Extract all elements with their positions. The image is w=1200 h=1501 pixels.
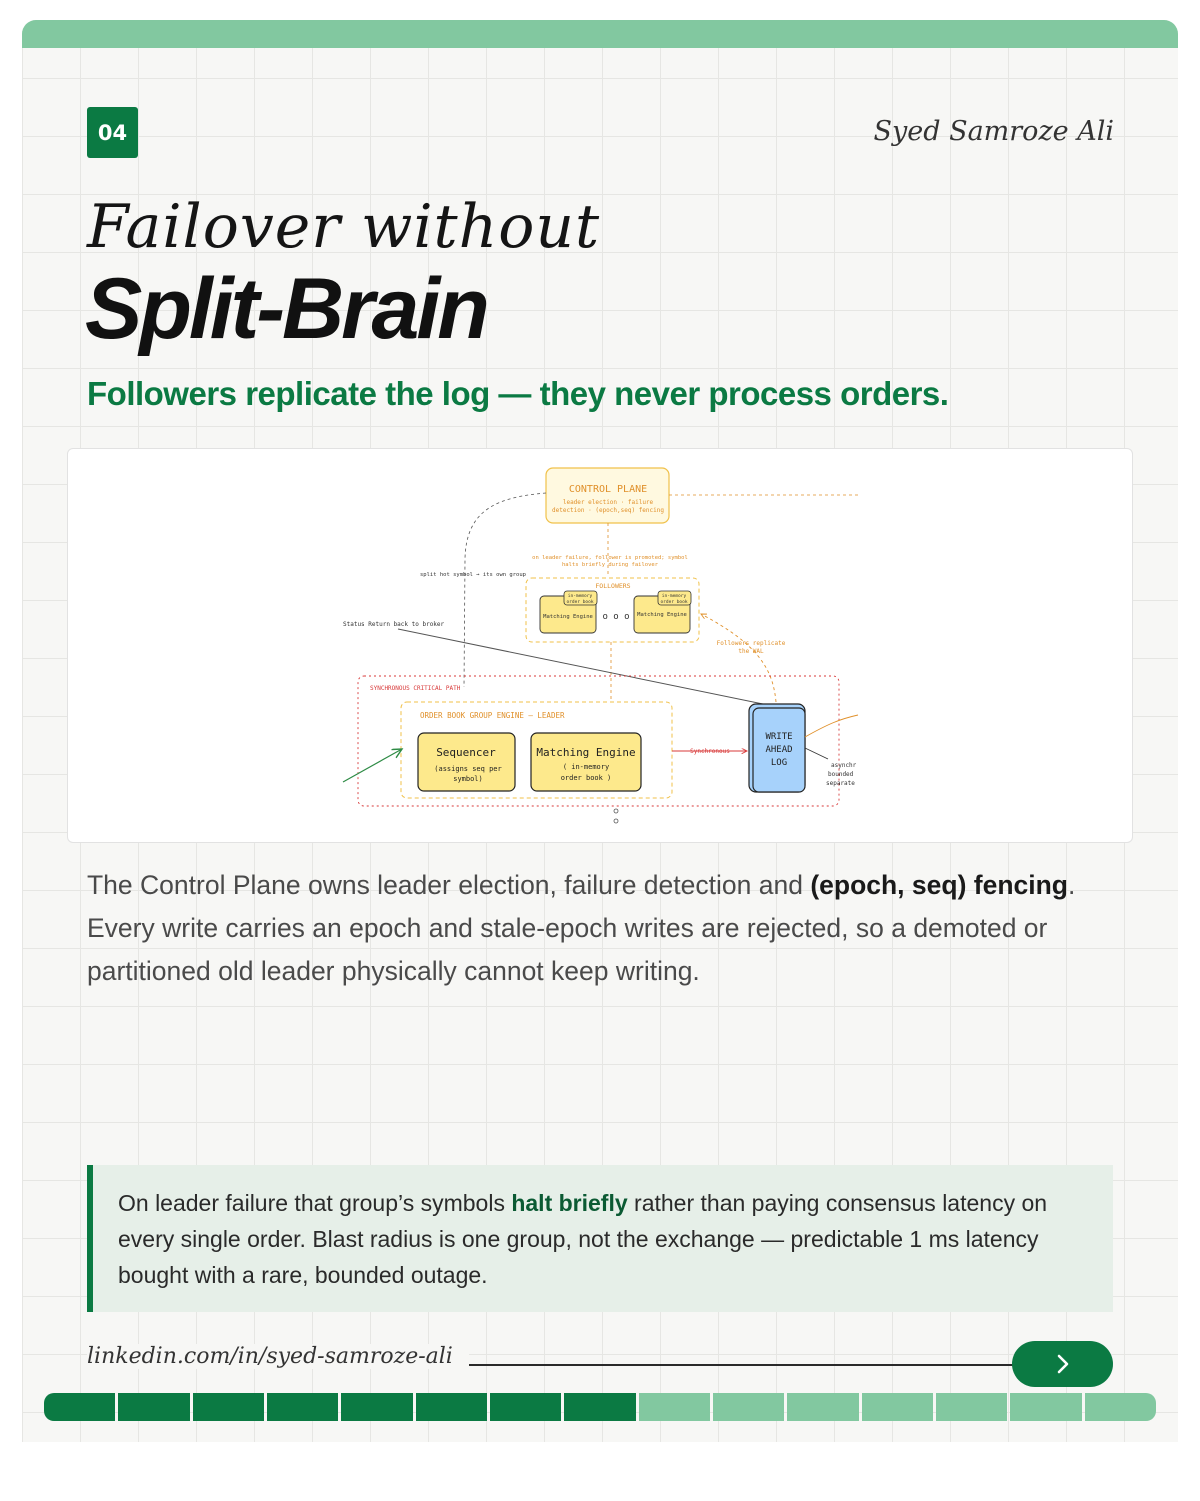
- top-accent-bar: [22, 20, 1178, 48]
- critical-path-label: SYNCHRONOUS CRITICAL PATH: [370, 685, 461, 692]
- progress-segment: [638, 1393, 710, 1421]
- progress-segment: [44, 1393, 116, 1421]
- title-line-1: Failover without: [87, 192, 601, 262]
- follower-engine-left: Matching Engine: [543, 614, 593, 620]
- architecture-diagram: CONTROL PLANE leader election · failure …: [67, 448, 1133, 843]
- progress-segment: [1084, 1393, 1156, 1421]
- svg-text:in-memory: in-memory: [568, 593, 593, 599]
- wal-line-2: AHEAD: [765, 745, 792, 755]
- async-note-1: asynchr: [831, 762, 857, 769]
- wal-async-line: [804, 747, 829, 760]
- svg-text:in-memory: in-memory: [662, 593, 687, 599]
- svg-text:(assigns seq per: (assigns seq per: [434, 765, 501, 773]
- wal-line-1: WRITE: [765, 732, 792, 742]
- slide-number-badge: 04: [87, 107, 138, 158]
- async-note-3: separate: [826, 780, 855, 787]
- write-ahead-log-box: WRITE AHEAD LOG: [748, 703, 806, 793]
- progress-segment: [415, 1393, 487, 1421]
- wal-outbound-line: [804, 714, 859, 738]
- progress-segment: [787, 1393, 859, 1421]
- continuation-dot: [613, 818, 619, 824]
- matching-engine-box: Matching Engine ( in-memory order book ): [530, 732, 642, 792]
- split-hot-symbol-note: split hot symbol → its own group: [420, 572, 526, 578]
- control-plane-title: CONTROL PLANE: [569, 484, 647, 495]
- body-paragraph: The Control Plane owns leader election, …: [87, 870, 1076, 986]
- wal-line-3: LOG: [771, 758, 787, 768]
- progress-segment: [712, 1393, 785, 1421]
- svg-text:symbol): symbol): [453, 775, 483, 783]
- svg-text:order book: order book: [660, 599, 687, 605]
- wal-replication-arrow: [701, 614, 777, 703]
- failover-note-line-2: halts briefly during failover: [562, 562, 659, 568]
- synchronous-label: Synchronous: [690, 748, 730, 755]
- slide-progress-bar: [44, 1393, 1156, 1421]
- linkedin-link[interactable]: linkedin.com/in/syed-samroze-ali: [87, 1344, 469, 1369]
- follower-engine-right: Matching Engine: [637, 612, 687, 618]
- progress-segment: [118, 1393, 190, 1421]
- progress-segment: [1010, 1393, 1082, 1421]
- leader-group-box: [400, 701, 673, 799]
- progress-segment: [192, 1393, 264, 1421]
- sequencer-box: Sequencer (assigns seq per symbol): [417, 732, 516, 792]
- control-plane-line-2: detection · (epoch,seq) fencing: [552, 507, 664, 514]
- control-plane-box: CONTROL PLANE leader election · failure …: [545, 467, 670, 524]
- follower-replicate-note-2: the WAL: [738, 648, 764, 655]
- continuation-dot: [613, 808, 619, 814]
- sequencer-title: Sequencer: [436, 746, 496, 759]
- status-return-line: [397, 628, 764, 705]
- progress-segment: [266, 1393, 339, 1421]
- author-name: Syed Samroze Ali: [873, 116, 1114, 147]
- progress-segment: [489, 1393, 562, 1421]
- chevron-right-icon: [1057, 1354, 1068, 1374]
- async-note-2: bounded: [828, 771, 854, 778]
- matching-engine-title: Matching Engine: [536, 746, 635, 759]
- svg-text:( in-memory: ( in-memory: [563, 763, 609, 771]
- followers-ellipsis: o o o: [602, 612, 629, 622]
- status-return-note: Status Return back to broker: [343, 621, 445, 628]
- svg-text:order book: order book: [566, 599, 593, 605]
- subtitle: Followers replicate the log — they never…: [87, 375, 949, 412]
- control-plane-line-1: leader election · failure: [563, 499, 654, 506]
- body-emphasis: (epoch, seq) fencing: [810, 870, 1068, 900]
- title-line-2: Split-Brain: [85, 261, 490, 357]
- followers-title: FOLLOWERS: [595, 582, 630, 590]
- progress-segment: [935, 1393, 1008, 1421]
- control-plane-connector-left: [463, 492, 547, 688]
- leader-group-label: ORDER BOOK GROUP ENGINE — LEADER: [420, 711, 565, 720]
- svg-text:order book ): order book ): [561, 774, 612, 782]
- footer-divider-line: [446, 1364, 1026, 1366]
- followers-group: FOLLOWERS in-memory order book Matching …: [525, 577, 700, 643]
- callout-box: On leader failure that group’s symbols h…: [87, 1165, 1113, 1312]
- follower-replicate-note-1: Followers replicate: [717, 640, 786, 647]
- progress-segment: [861, 1393, 933, 1421]
- incoming-order-arrow: [342, 749, 402, 783]
- slide-card: 04 Syed Samroze Ali Failover without Spl…: [22, 20, 1178, 1442]
- progress-segment: [341, 1393, 413, 1421]
- callout-emphasis: halt briefly: [511, 1190, 628, 1216]
- failover-note-line-1: on leader failure, follower is promoted;…: [532, 555, 688, 561]
- progress-segment: [564, 1393, 636, 1421]
- next-slide-button[interactable]: [1012, 1341, 1113, 1387]
